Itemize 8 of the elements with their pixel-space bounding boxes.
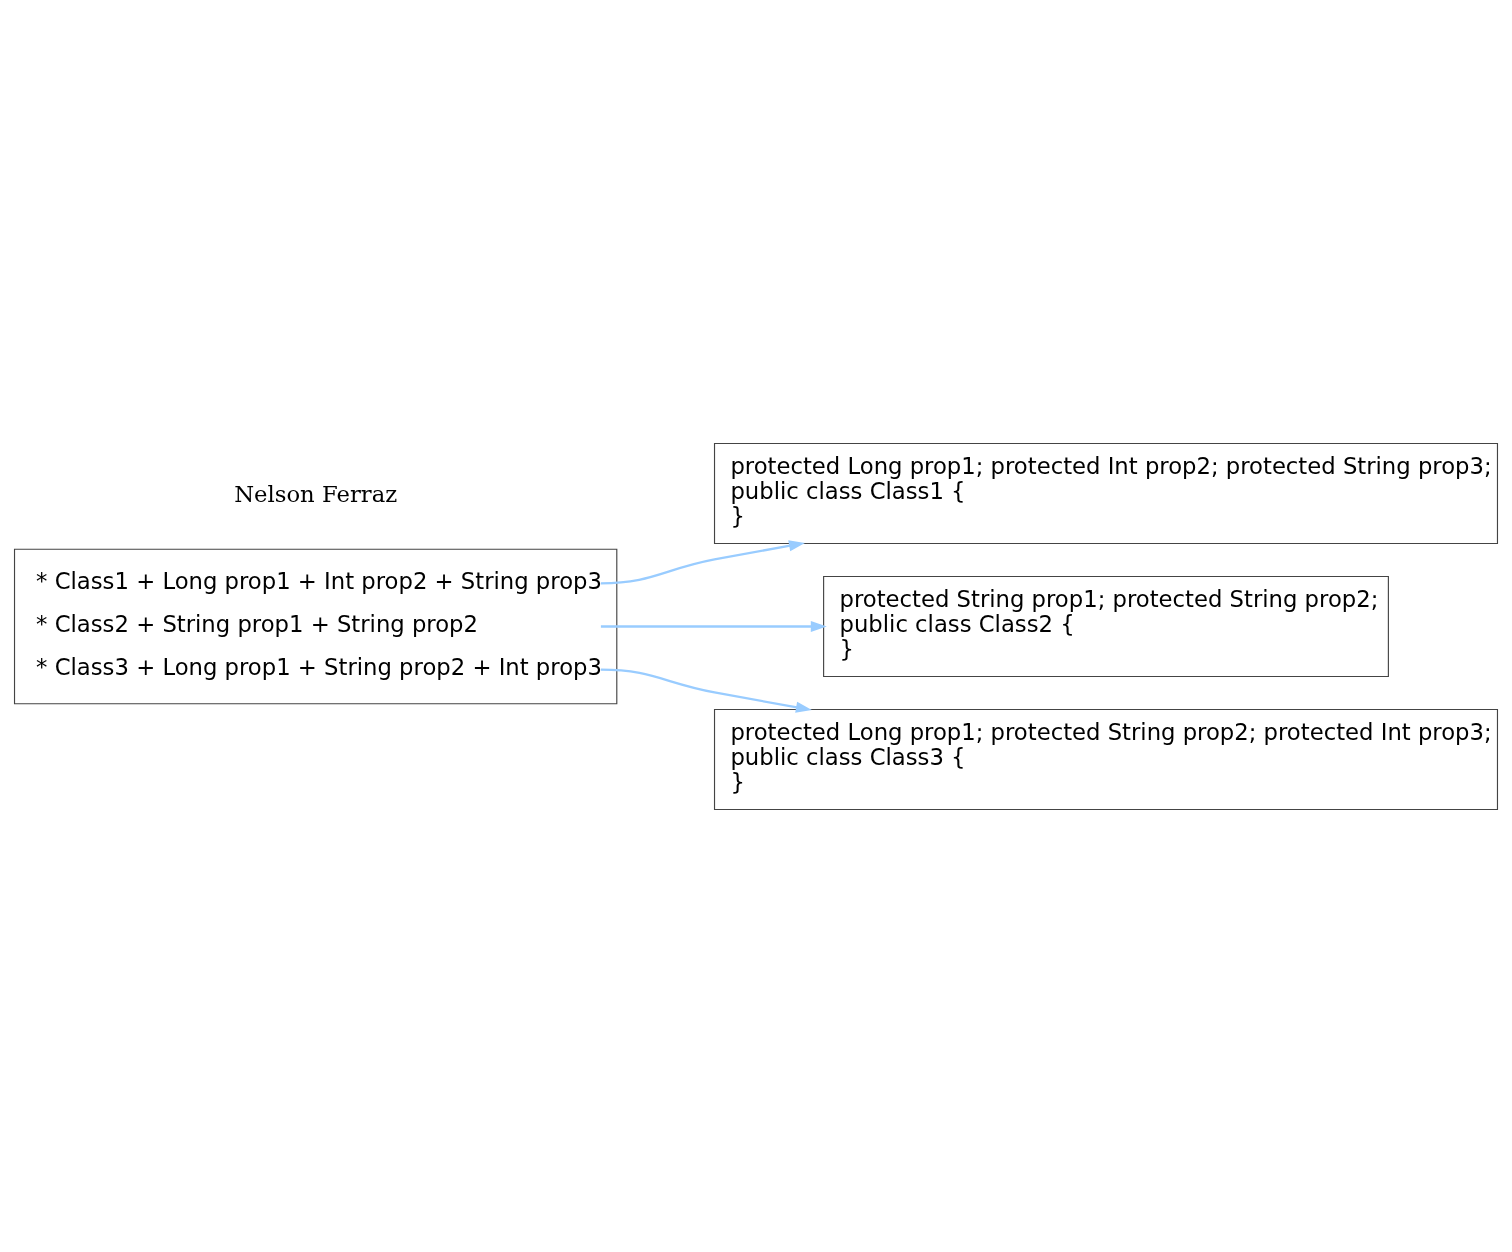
node-box: protected Long prop1; protected String prop2; protected Int prop3; public class Class3 { } bbox=[713, 708, 1499, 810]
arrow bbox=[600, 539, 805, 584]
node-box: * Class1 + Long prop1 + Int prop2 + String prop3 * Class2 + String prop1 + String prop2 * Class3 + Long prop1 + String prop2 + Int prop3 bbox=[13, 548, 618, 704]
node-box: protected String prop1; protected String prop2; public class Class2 { } bbox=[823, 575, 1389, 677]
label: Nelson Ferraz bbox=[234, 480, 398, 506]
node-box: protected Long prop1; protected Int prop2; protected String prop3; public class Class1 { } bbox=[713, 442, 1499, 544]
arrow bbox=[600, 668, 812, 713]
arrow bbox=[600, 620, 827, 632]
